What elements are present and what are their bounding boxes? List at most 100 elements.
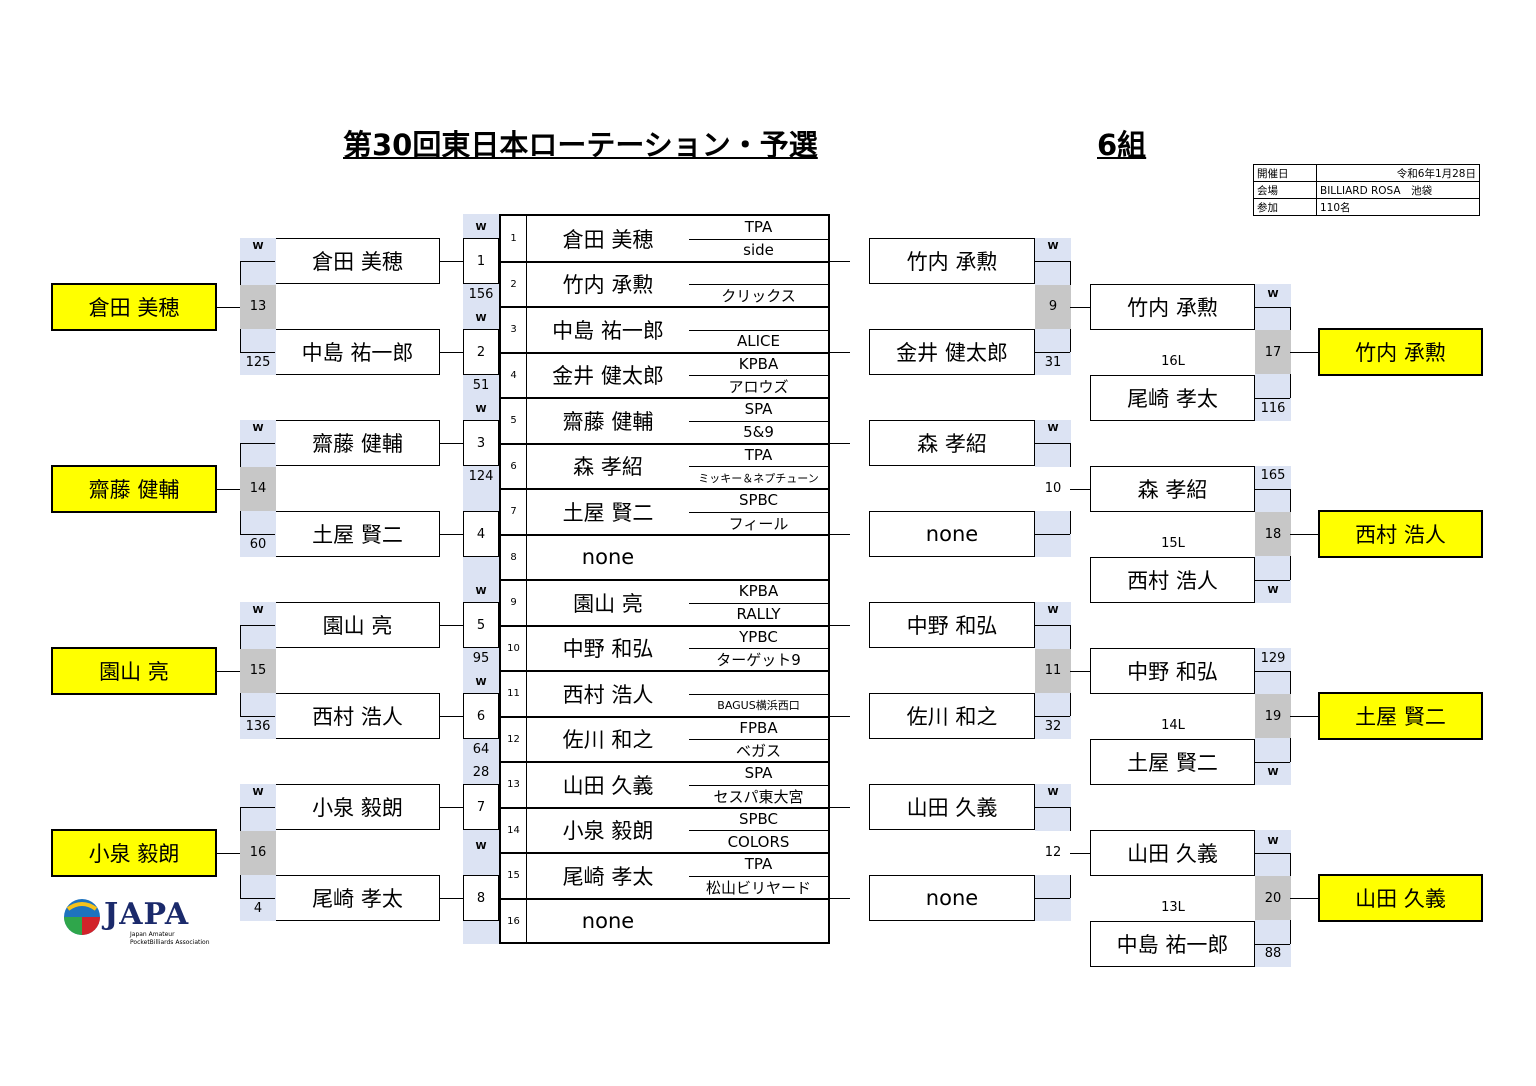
club-affiliation: TPA — [689, 444, 828, 468]
loser-tag: 16L — [1161, 353, 1185, 369]
venue-label: 会場 — [1253, 181, 1317, 199]
match-number-box: 3 — [463, 420, 499, 466]
bracket-line — [1290, 534, 1318, 535]
player-name: 土屋 賢二 — [562, 500, 654, 525]
bracket-line — [440, 898, 463, 899]
match-number: 13 — [240, 284, 276, 329]
winner-mark: W — [475, 586, 487, 597]
bracket-line — [1255, 306, 1290, 308]
match-number: 11 — [1035, 648, 1071, 693]
draw-number: 13 — [501, 762, 527, 808]
round2-player-box: 西村 浩人 — [1090, 556, 1255, 603]
match-number-box: 6 — [463, 693, 499, 739]
bracket-line — [830, 898, 850, 899]
group-winner-box: 齋藤 健輔 — [51, 464, 217, 513]
club-name: BAGUS横浜西口 — [717, 699, 800, 713]
bracket-line — [1255, 397, 1290, 399]
player-name: 竹内 承勲 — [562, 273, 654, 298]
club-name: RALLY — [736, 605, 781, 624]
match-number: 10 — [1035, 466, 1071, 511]
round1-player-box: 西村 浩人 — [275, 693, 440, 739]
player-name: 齋藤 健輔 — [562, 409, 654, 434]
loser-tag: 13L — [1161, 899, 1185, 915]
row-divider — [501, 897, 828, 900]
round1-player-box: 森 孝紹 — [869, 420, 1035, 466]
match-score: 165 — [1260, 468, 1286, 483]
winner-mark: W — [475, 313, 487, 324]
winner-mark: W — [475, 841, 487, 852]
group-winner-box: 山田 久義 — [1318, 874, 1483, 922]
bracket-line — [240, 716, 275, 717]
row-divider — [501, 533, 828, 536]
match-score: 28 — [472, 765, 490, 780]
round1-player-box: none — [869, 875, 1035, 921]
match-score: 95 — [472, 651, 490, 666]
draw-number: 15 — [501, 853, 527, 899]
bracket-line — [1255, 943, 1290, 945]
row-divider — [501, 670, 828, 672]
round1-player-box: 土屋 賢二 — [275, 511, 440, 557]
player-name: 金井 健太郎 — [552, 364, 664, 389]
round2-player-box: 尾崎 孝太 — [1090, 374, 1255, 421]
bracket-line — [830, 443, 850, 444]
round1-player-box: 尾崎 孝太 — [275, 875, 440, 921]
match-score: 156 — [468, 287, 494, 302]
club-name: ALICE — [737, 332, 780, 351]
row-divider — [501, 715, 828, 718]
winner-mark: W — [1047, 241, 1059, 252]
bracket-line — [1070, 852, 1090, 854]
club-name: アロウズ — [728, 378, 789, 397]
club-name: セスパ東大宮 — [713, 787, 804, 806]
bracket-line — [830, 625, 850, 626]
club-affiliation — [689, 671, 828, 695]
winner-mark: W — [252, 423, 264, 434]
bracket-line — [240, 352, 275, 353]
loser-tag: 14L — [1161, 717, 1185, 733]
round1-player-box: 中野 和弘 — [869, 602, 1035, 648]
bracket-line — [240, 534, 275, 535]
bracket-line — [440, 625, 463, 626]
bracket-line — [1035, 898, 1070, 899]
bracket-line — [240, 898, 275, 899]
group-winner-box: 小泉 毅朗 — [51, 828, 217, 877]
round1-player-box: 小泉 毅朗 — [275, 784, 440, 830]
match-number: 18 — [1255, 512, 1291, 556]
round1-player-box: 金井 健太郎 — [869, 329, 1035, 375]
match-score: 125 — [245, 355, 271, 370]
draw-number: 5 — [501, 398, 527, 444]
bracket-line — [1035, 352, 1070, 353]
winner-mark: W — [1267, 836, 1279, 847]
winner-mark: W — [475, 222, 487, 233]
bracket-line — [830, 807, 850, 808]
bracket-line — [1035, 716, 1070, 717]
player-name: 山田 久義 — [562, 773, 654, 798]
club-affiliation: TPA — [689, 216, 828, 240]
row-divider — [501, 852, 828, 854]
bracket-line — [216, 670, 240, 672]
match-score: 124 — [468, 469, 494, 484]
bracket-line — [1035, 443, 1070, 444]
match-score: 64 — [472, 742, 490, 757]
club-affiliation — [689, 307, 828, 331]
draw-number: 3 — [501, 307, 527, 353]
winner-mark: W — [1267, 767, 1279, 778]
match-number-box: 2 — [463, 329, 499, 375]
row-divider — [501, 351, 828, 354]
player-name: 佐川 和之 — [562, 728, 654, 753]
bracket-line — [216, 306, 240, 308]
match-number-box: 1 — [463, 238, 499, 284]
draw-number: 14 — [501, 807, 527, 853]
bracket-line — [440, 443, 463, 444]
bracket-line — [830, 261, 850, 262]
winner-mark: W — [252, 787, 264, 798]
row-divider — [501, 397, 828, 399]
winner-mark: W — [1047, 605, 1059, 616]
club-name: クリックス — [721, 287, 796, 306]
group-winner-box: 園山 亮 — [51, 646, 217, 695]
page-title: 第30回東日本ローテーション・予選 — [343, 128, 818, 162]
club-affiliation: SPA — [689, 762, 828, 786]
